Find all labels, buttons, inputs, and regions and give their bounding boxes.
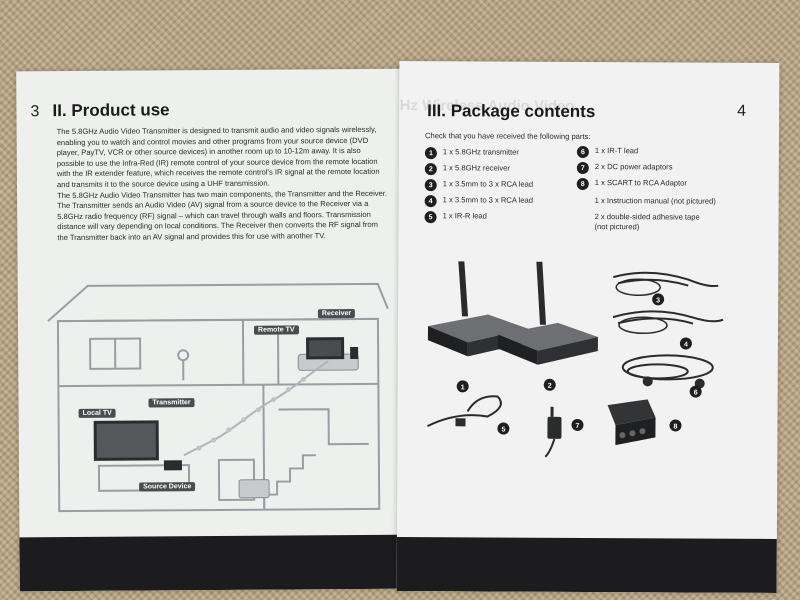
figure-label-5: 5 — [501, 427, 505, 434]
dc-adaptor-illustration — [544, 406, 562, 458]
ir-t-lead-illustration — [621, 354, 714, 381]
package-item-1: 1 1 x 5.8GHz transmitter — [424, 147, 519, 160]
transmitter-label: Transmitter — [148, 398, 195, 408]
item-number-badge: 4 — [424, 195, 437, 208]
figure-label-6: 6 — [694, 390, 698, 397]
item-text: 1 x 5.8GHz receiver — [442, 163, 510, 173]
receiver-illustration — [497, 261, 598, 365]
right-page: 5.8GHz Wireless Audio Video III. Package… — [396, 61, 780, 593]
source-device-label: Source Device — [139, 482, 196, 492]
local-tv-label: Local TV — [78, 408, 116, 418]
extra-item-adhesive-tape: 2 x double-sided adhesive tape (not pict… — [594, 212, 700, 232]
ir-r-lead-illustration — [427, 395, 502, 428]
item-number-badge: 8 — [576, 177, 589, 191]
package-item-3: 3 1 x 3.5mm to 3 x RCA lead — [424, 179, 534, 192]
remote-tv-label: Remote TV — [253, 325, 299, 335]
rca-lead-4-illustration — [612, 310, 724, 335]
item-text: 2 x DC power adaptors — [594, 162, 673, 172]
item-text: 1 x IR-R lead — [442, 211, 487, 221]
scart-adaptor-illustration — [607, 399, 656, 446]
figure-label-3: 3 — [656, 297, 660, 304]
item-number-badge: 7 — [576, 161, 589, 175]
section-title-package-contents: III. Package contents — [427, 101, 596, 122]
item-number-badge: 1 — [424, 147, 437, 160]
package-item-6: 6 1 x IR-T lead — [576, 145, 639, 159]
item-number-badge: 2 — [424, 163, 437, 176]
product-use-text: The 5.8GHz Audio Video Transmitter is de… — [57, 125, 388, 244]
package-item-4: 4 1 x 3.5mm to 3 x RCA lead — [424, 195, 534, 208]
left-page: 3 II. Product use The 5.8GHz Audio Video… — [16, 68, 412, 592]
paragraph-1: The 5.8GHz Audio Video Transmitter is de… — [56, 124, 380, 190]
package-intro: Check that you have received the followi… — [424, 131, 591, 142]
left-page-footer-band — [19, 534, 412, 592]
item-text: 1 x 3.5mm to 3 x RCA lead — [442, 179, 534, 189]
figure-label-2: 2 — [548, 383, 552, 390]
package-item-8: 8 1 x SCART to RCA Adaptor — [576, 177, 687, 191]
item-number-badge: 3 — [424, 179, 437, 192]
page-number-left: 3 — [30, 103, 40, 121]
item-text: 1 x SCART to RCA Adaptor — [594, 178, 687, 188]
rca-lead-3-illustration — [612, 271, 719, 297]
item-text: 1 x 3.5mm to 3 x RCA lead — [442, 195, 534, 205]
section-title-product-use: II. Product use — [52, 100, 170, 121]
house-diagram — [47, 282, 389, 513]
figure-label-4: 4 — [684, 342, 688, 349]
figure-label-8: 8 — [674, 423, 678, 430]
paragraph-2: The 5.8GHz Audio Video Transmitter has t… — [57, 188, 388, 243]
package-item-5: 5 1 x IR-R lead — [424, 211, 487, 224]
figure-label-7: 7 — [576, 423, 580, 430]
item-number-badge: 6 — [576, 145, 589, 159]
figure-label-1: 1 — [461, 384, 465, 391]
extra-item-manual: 1 x Instruction manual (not pictured) — [594, 196, 716, 206]
package-item-2: 2 1 x 5.8GHz receiver — [424, 163, 510, 176]
right-page-footer-band — [396, 537, 777, 593]
receiver-label: Receiver — [317, 309, 356, 319]
item-text: 1 x 5.8GHz transmitter — [442, 147, 519, 157]
package-contents-illustration: 1 2 3 4 5 6 7 8 — [427, 261, 724, 458]
item-text: 1 x IR-T lead — [594, 146, 639, 156]
package-item-7: 7 2 x DC power adaptors — [576, 161, 673, 175]
item-number-badge: 5 — [424, 211, 437, 224]
page-number-right: 4 — [737, 102, 747, 120]
